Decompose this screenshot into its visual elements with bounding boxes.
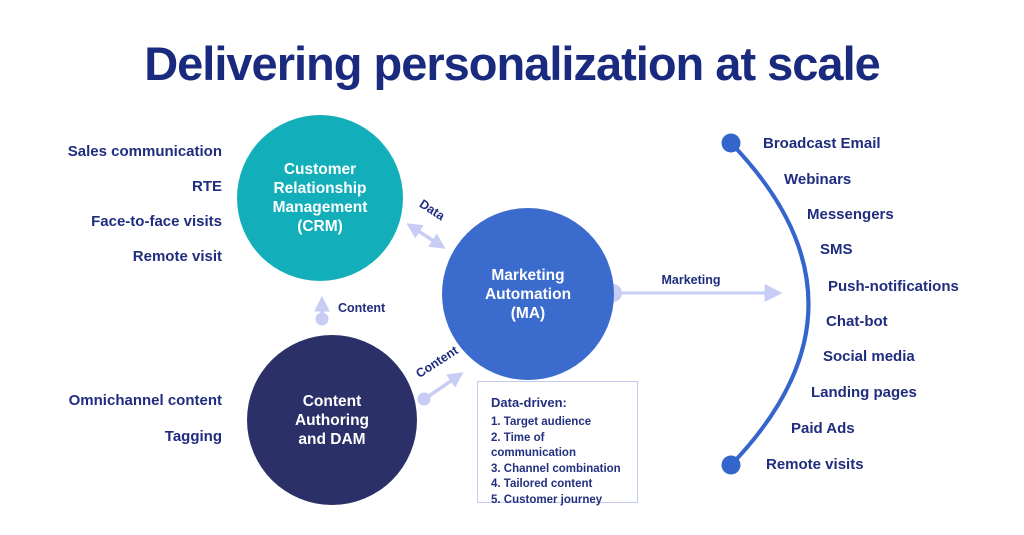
crm-input-label: Face-to-face visits [91,213,222,230]
data-driven-item: 3. Channel combination [491,462,621,475]
crm-input-label: Remote visit [132,248,222,265]
channel-label: Landing pages [811,384,917,401]
channel-label: Social media [823,348,915,365]
data-driven-item: 4. Tailored content [491,478,593,490]
curve-bottom-dot [721,455,741,475]
channel-label: Chat-bot [826,313,888,330]
marketing-arrow-label: Marketing [661,273,721,287]
data-driven-item: 1. Target audience [491,416,592,428]
channel-label: Push-notifications [828,278,959,295]
crm-input-label: Sales communication [67,143,222,160]
data-arrow-to-crm [406,223,427,239]
data-driven-item: 2. Time of communication [491,431,576,460]
channel-label: SMS [820,241,853,258]
data-driven-item: 5. Customer journey [491,493,603,506]
marketing-automation-circle-label: Marketing Automation (MA) [484,266,572,322]
curve-top-dot [721,133,741,153]
content-vertical-arrow-label: Content [338,301,386,315]
channel-label: Paid Ads [791,420,855,437]
content-input-label: Omnichannel content [68,392,222,409]
crm-circle: Customer Relationship Management (CRM) [237,115,403,281]
content-input-label: Tagging [164,428,222,445]
data-driven-box: Data-driven: 1. Target audience 2. Time … [477,381,638,506]
channel-label: Webinars [784,171,852,188]
channels-curve [729,141,811,467]
data-arrow-to-ma [425,233,446,249]
content-authoring-circle: Content Authoring and DAM [247,335,417,505]
content-diagonal-arrow [428,372,464,398]
crm-input-label: RTE [192,178,222,195]
content-vertical-dot [315,312,329,326]
data-driven-title: Data-driven: [491,395,567,410]
content-diagonal-dot [417,392,431,406]
channel-label: Remote visits [766,456,864,473]
page-title: Delivering personalization at scale [144,37,881,90]
channel-label: Broadcast Email [763,135,881,152]
content-authoring-circle-label: Content Authoring and DAM [294,392,370,448]
marketing-automation-circle: Marketing Automation (MA) [442,208,614,380]
crm-circle-label: Customer Relationship Management (CRM) [272,161,368,235]
channel-label: Messengers [807,206,894,223]
